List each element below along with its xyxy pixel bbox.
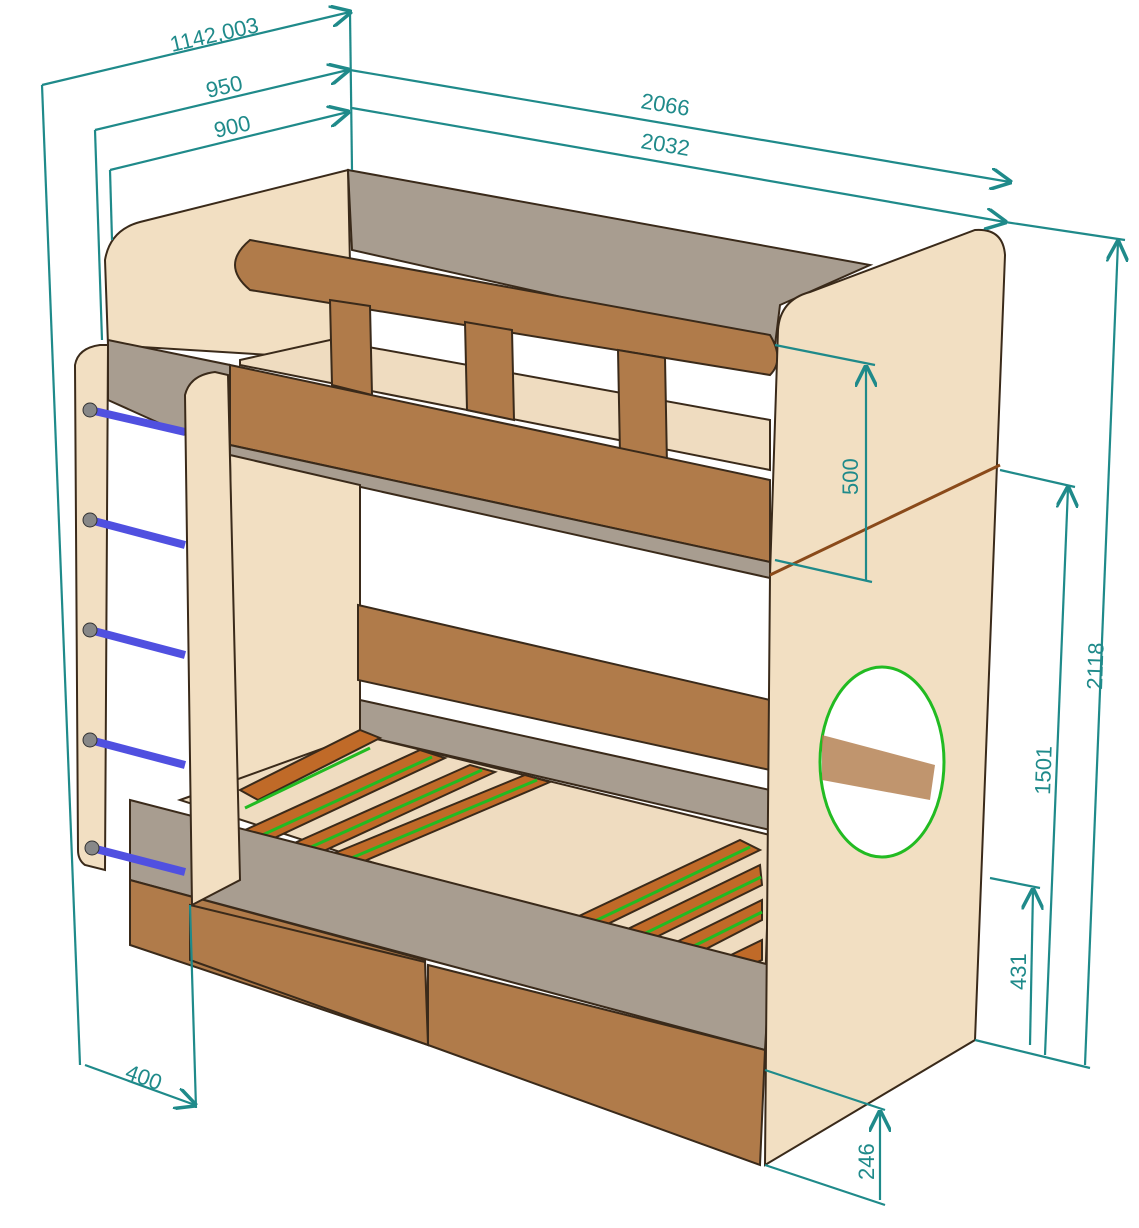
guard-post (463, 320, 516, 422)
dim-overall-depth: 1142,003 (168, 12, 261, 57)
dim-overall-height: 2118 (1082, 642, 1109, 690)
dim-inner-length: 2032 (639, 128, 691, 161)
dim-ladder-offset: 400 (122, 1059, 165, 1095)
back-left-end-panel (103, 168, 354, 362)
guard-post (328, 298, 374, 397)
dim-depth-inner: 900 (212, 110, 253, 143)
ladder-post (183, 370, 242, 907)
lower-back-board-through-porthole (822, 735, 935, 800)
dim-rail-height: 500 (838, 458, 863, 495)
dim-upper-bed-height: 1501 (1030, 745, 1057, 795)
back-board (346, 168, 874, 347)
dim-overall-length: 2066 (639, 88, 691, 121)
dim-depth-outer: 950 (204, 70, 245, 103)
dimension-lines (40, 12, 1125, 1207)
ladder-rail (73, 344, 110, 872)
ladder-rungs (82, 402, 187, 876)
dim-drawer-height: 246 (854, 1143, 879, 1180)
guard-post (616, 348, 669, 467)
dim-lower-bed-height: 431 (1006, 953, 1031, 990)
